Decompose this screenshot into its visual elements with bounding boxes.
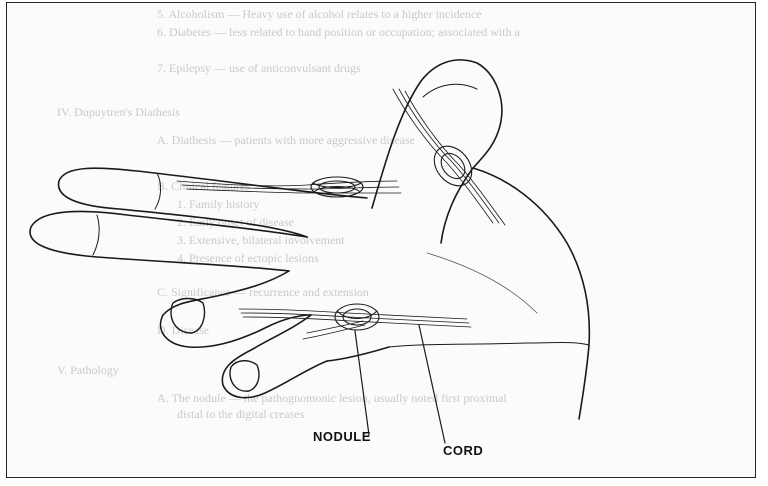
ring-finger-nail [171,299,204,334]
cord-label: CORD [443,443,483,458]
nodule-label: NODULE [313,429,371,444]
index-finger-knuckle [155,173,161,209]
middle-finger-knuckle [93,215,99,255]
palm-lower-edge [389,343,589,348]
ring-finger-outline [161,271,311,347]
palm-crease [427,253,537,313]
index-ray-nodule [311,177,363,197]
index-finger-outline [59,168,367,237]
little-finger-nail [230,361,259,391]
illustration-frame: 5. Alcoholism — Heavy use of alcohol rel… [6,2,756,478]
cord-leader-line [419,325,445,443]
thumb-cord [393,89,505,225]
hand-drawing [7,3,756,478]
middle-finger-outline [30,211,307,271]
thumb-nodule [427,139,480,193]
little-finger-outline [222,315,327,398]
index-ray-cord [177,181,401,193]
thumb-crease [423,84,477,97]
nodule-leader-line [355,331,369,435]
